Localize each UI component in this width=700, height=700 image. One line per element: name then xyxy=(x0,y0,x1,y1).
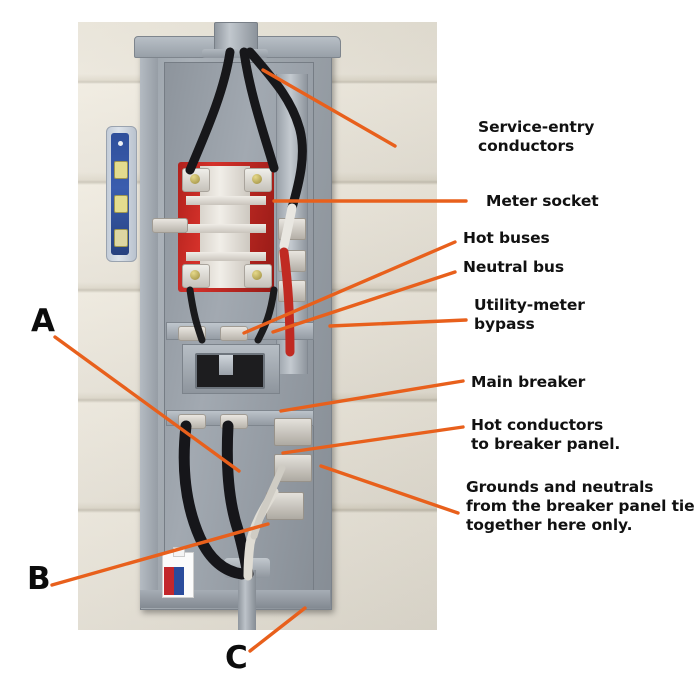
callout-line: Grounds and neutrals xyxy=(466,478,654,496)
level-body xyxy=(111,133,129,255)
socket-crossbar-lower xyxy=(186,252,266,261)
callout-line: Main breaker xyxy=(471,373,586,391)
letter-label-a: A xyxy=(31,303,55,339)
conductor-overlay xyxy=(178,47,307,581)
callout-grounds-and-neutrals: Grounds and neutrals from the breaker pa… xyxy=(466,478,695,535)
callout-line: Hot buses xyxy=(463,229,550,247)
callout-service-entry-conductors: Service-entry conductors xyxy=(478,118,594,156)
callout-utility-meter-bypass: Utility-meter bypass xyxy=(474,296,585,334)
callout-neutral-bus: Neutral bus xyxy=(463,258,564,277)
socket-screw-bl xyxy=(190,270,200,280)
callout-line: conductors xyxy=(478,137,575,155)
callout-hot-buses: Hot buses xyxy=(463,229,550,248)
level-hang-hole xyxy=(118,141,123,146)
callout-hot-conductors: Hot conductors to breaker panel. xyxy=(471,416,620,454)
callout-line: from the breaker panel tie xyxy=(466,497,695,515)
callout-line: Service-entry xyxy=(478,118,595,136)
callout-meter-socket: Meter socket xyxy=(486,192,599,211)
callout-line: bypass xyxy=(474,315,535,333)
callout-line: Neutral bus xyxy=(463,258,564,276)
socket-screw-tr xyxy=(252,174,262,184)
socket-crossbar-mid xyxy=(186,224,266,233)
letter-label-b: B xyxy=(27,561,51,597)
letter-label-c: C xyxy=(225,640,248,676)
level-vial-top xyxy=(114,161,128,179)
torpedo-level xyxy=(106,126,137,262)
meter-socket-photograph xyxy=(78,22,437,630)
callout-line: Utility-meter xyxy=(474,296,585,314)
callout-main-breaker: Main breaker xyxy=(471,373,585,392)
socket-screw-tl xyxy=(190,174,200,184)
callout-line: together here only. xyxy=(466,516,633,534)
socket-jaw-bottom-left xyxy=(182,264,210,288)
level-vial-middle xyxy=(114,195,128,213)
top-conduit-flange xyxy=(202,49,268,58)
callout-line: to breaker panel. xyxy=(471,435,621,453)
socket-crossbar-upper xyxy=(186,196,266,205)
bypass-lever-clamp xyxy=(152,218,188,233)
callout-line: Hot conductors xyxy=(471,416,604,434)
level-vial-bottom xyxy=(114,229,128,247)
callout-line: Meter socket xyxy=(486,192,599,210)
